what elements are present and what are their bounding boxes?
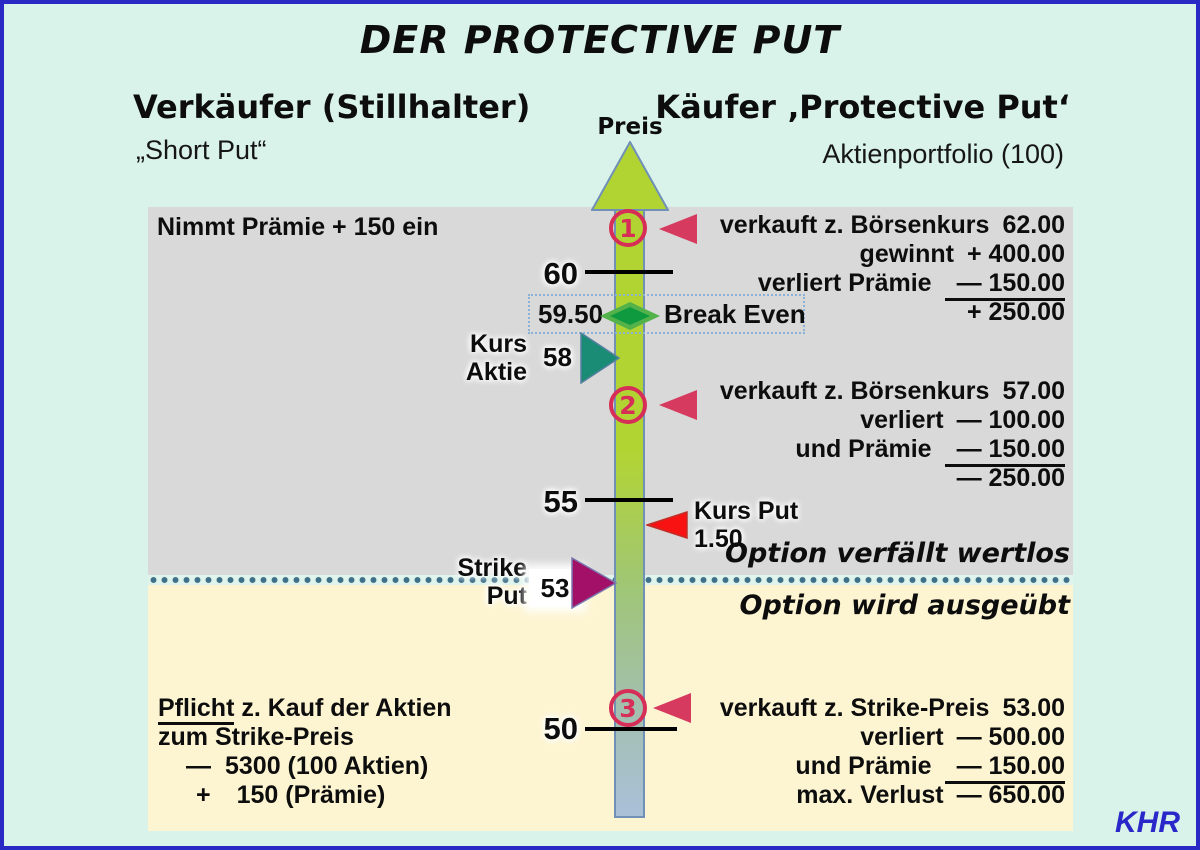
- scenario-row: verkauft z. Börsenkurs 57.00: [720, 377, 1065, 406]
- strike-label-line1: Strike: [457, 554, 527, 582]
- row-label: und Prämie: [795, 435, 932, 463]
- obligation-keyword: Pflicht: [158, 694, 235, 725]
- row-label: max. Verlust: [796, 781, 944, 809]
- scenario-3-block: verkauft z. Strike-Preis 53.00 verliert …: [720, 694, 1065, 810]
- row-amount: — 650.00: [956, 781, 1065, 809]
- stock-price-label-line2: Aktie: [465, 358, 527, 386]
- obligation-line1-rest: z. Kauf der Aktien: [234, 694, 452, 722]
- scenario-row: verkauft z. Strike-Preis 53.00: [720, 694, 1065, 723]
- stock-price-label-line1: Kurs: [470, 330, 527, 358]
- put-price-value: 1.50: [694, 525, 743, 553]
- tick-55-label: 55: [543, 484, 578, 519]
- zone-below-label: Option wird ausgeübt: [739, 590, 1070, 621]
- scenario-2-number-badge: 2: [609, 386, 647, 424]
- tick-50-label: 50: [543, 711, 578, 746]
- row-label: und Prämie: [795, 752, 932, 780]
- scenario-row: verkauft z. Börsenkurs 62.00: [720, 211, 1065, 240]
- seller-subtitle: „Short Put“: [136, 135, 267, 165]
- scenario-1-block: verkauft z. Börsenkurs 62.00 gewinnt + 4…: [720, 211, 1065, 327]
- scenario-row: verliert — 100.00: [720, 406, 1065, 435]
- scenario-1-pointer-icon: [659, 214, 697, 244]
- row-amount: 62.00: [1002, 211, 1065, 239]
- row-label: verliert: [860, 406, 944, 434]
- price-axis-label: Preis: [597, 114, 663, 140]
- scenario-row: — 250.00: [720, 464, 1065, 493]
- row-amount: 53.00: [1002, 694, 1065, 722]
- tick-60-line: [585, 270, 673, 274]
- tick-55-line: [585, 498, 673, 502]
- stock-price-triangle-icon: [580, 332, 620, 384]
- row-amount: — 150.00: [944, 752, 1065, 784]
- row-amount: 57.00: [1002, 377, 1065, 405]
- obligation-line4-text: 150 (Prämie): [236, 781, 386, 809]
- scenario-3-number-badge: 3: [609, 689, 647, 727]
- buyer-subtitle: Aktienportfolio (100): [822, 139, 1064, 169]
- put-price-triangle-icon: [646, 511, 688, 539]
- seller-premium-note: Nimmt Prämie + 150 ein: [157, 213, 439, 241]
- put-price-label: Kurs Put: [694, 497, 799, 525]
- obligation-line-2: zum Strike-Preis: [158, 723, 354, 751]
- row-amount: — 500.00: [956, 723, 1065, 751]
- obligation-line3-sign: —: [186, 752, 211, 780]
- scenario-row: verliert — 500.00: [720, 723, 1065, 752]
- obligation-line-4: +150 (Prämie): [158, 781, 452, 810]
- scenario-row: und Prämie — 150.00: [720, 435, 1065, 467]
- strike-value: 53: [540, 573, 570, 603]
- tick-60-label: 60: [543, 256, 578, 291]
- obligation-line-1: Pflicht z. Kauf der Aktien: [158, 694, 452, 725]
- obligation-line4-sign: +: [196, 781, 211, 809]
- row-label: verliert: [860, 723, 944, 751]
- scenario-row: und Prämie — 150.00: [720, 752, 1065, 784]
- strike-label-line2: Put: [486, 582, 527, 610]
- row-amount: + 250.00: [966, 298, 1065, 326]
- obligation-line3-text: 5300 (100 Aktien): [225, 752, 429, 780]
- row-amount: — 250.00: [956, 464, 1065, 492]
- row-label: verkauft z. Börsenkurs: [719, 377, 990, 405]
- scenario-1-number-badge: 1: [609, 209, 647, 247]
- scenario-row: + 250.00: [720, 298, 1065, 327]
- row-amount: — 150.00: [944, 269, 1065, 301]
- row-amount: — 100.00: [956, 406, 1065, 434]
- row-amount: + 400.00: [966, 240, 1065, 268]
- price-arrow-head-icon: [591, 141, 669, 211]
- scenario-row: verliert Prämie — 150.00: [720, 269, 1065, 301]
- scenario-2-block: verkauft z. Börsenkurs 57.00 verliert — …: [720, 377, 1065, 493]
- page-title: DER PROTECTIVE PUT: [359, 18, 841, 62]
- breakeven-label: Break Even: [664, 299, 806, 329]
- tick-50-line: [585, 727, 677, 731]
- breakeven-diamond-icon: [600, 302, 660, 330]
- stock-price-value: 58: [543, 342, 572, 372]
- scenario-row: gewinnt + 400.00: [720, 240, 1065, 269]
- signature: KHR: [1115, 806, 1180, 839]
- obligation-line-3: — 5300 (100 Aktien): [158, 752, 452, 781]
- breakeven-box: [528, 294, 805, 334]
- stock-price-label: Kurs Aktie: [420, 330, 527, 386]
- strike-triangle-icon: [571, 557, 617, 609]
- scenario-3-pointer-icon: [653, 693, 691, 723]
- row-label: verkauft z. Strike-Preis: [719, 694, 990, 722]
- row-label: gewinnt: [859, 240, 954, 268]
- breakeven-price: 59.50: [538, 299, 604, 329]
- strike-label: Strike Put: [420, 554, 527, 610]
- zone-option-expires: [148, 207, 1073, 575]
- scenario-2-pointer-icon: [659, 390, 697, 420]
- seller-obligation-note: Pflicht z. Kauf der Aktien zum Strike-Pr…: [158, 694, 452, 810]
- buyer-title: Käufer ‚Protective Put‘: [655, 88, 1070, 126]
- seller-title: Verkäufer (Stillhalter): [133, 88, 531, 126]
- row-label: verkauft z. Börsenkurs: [719, 211, 990, 239]
- row-amount: — 150.00: [944, 435, 1065, 467]
- row-label: verliert Prämie: [757, 269, 932, 297]
- scenario-row: max. Verlust — 650.00: [720, 781, 1065, 810]
- zone-above-label: Option verfällt wertlos: [725, 538, 1070, 569]
